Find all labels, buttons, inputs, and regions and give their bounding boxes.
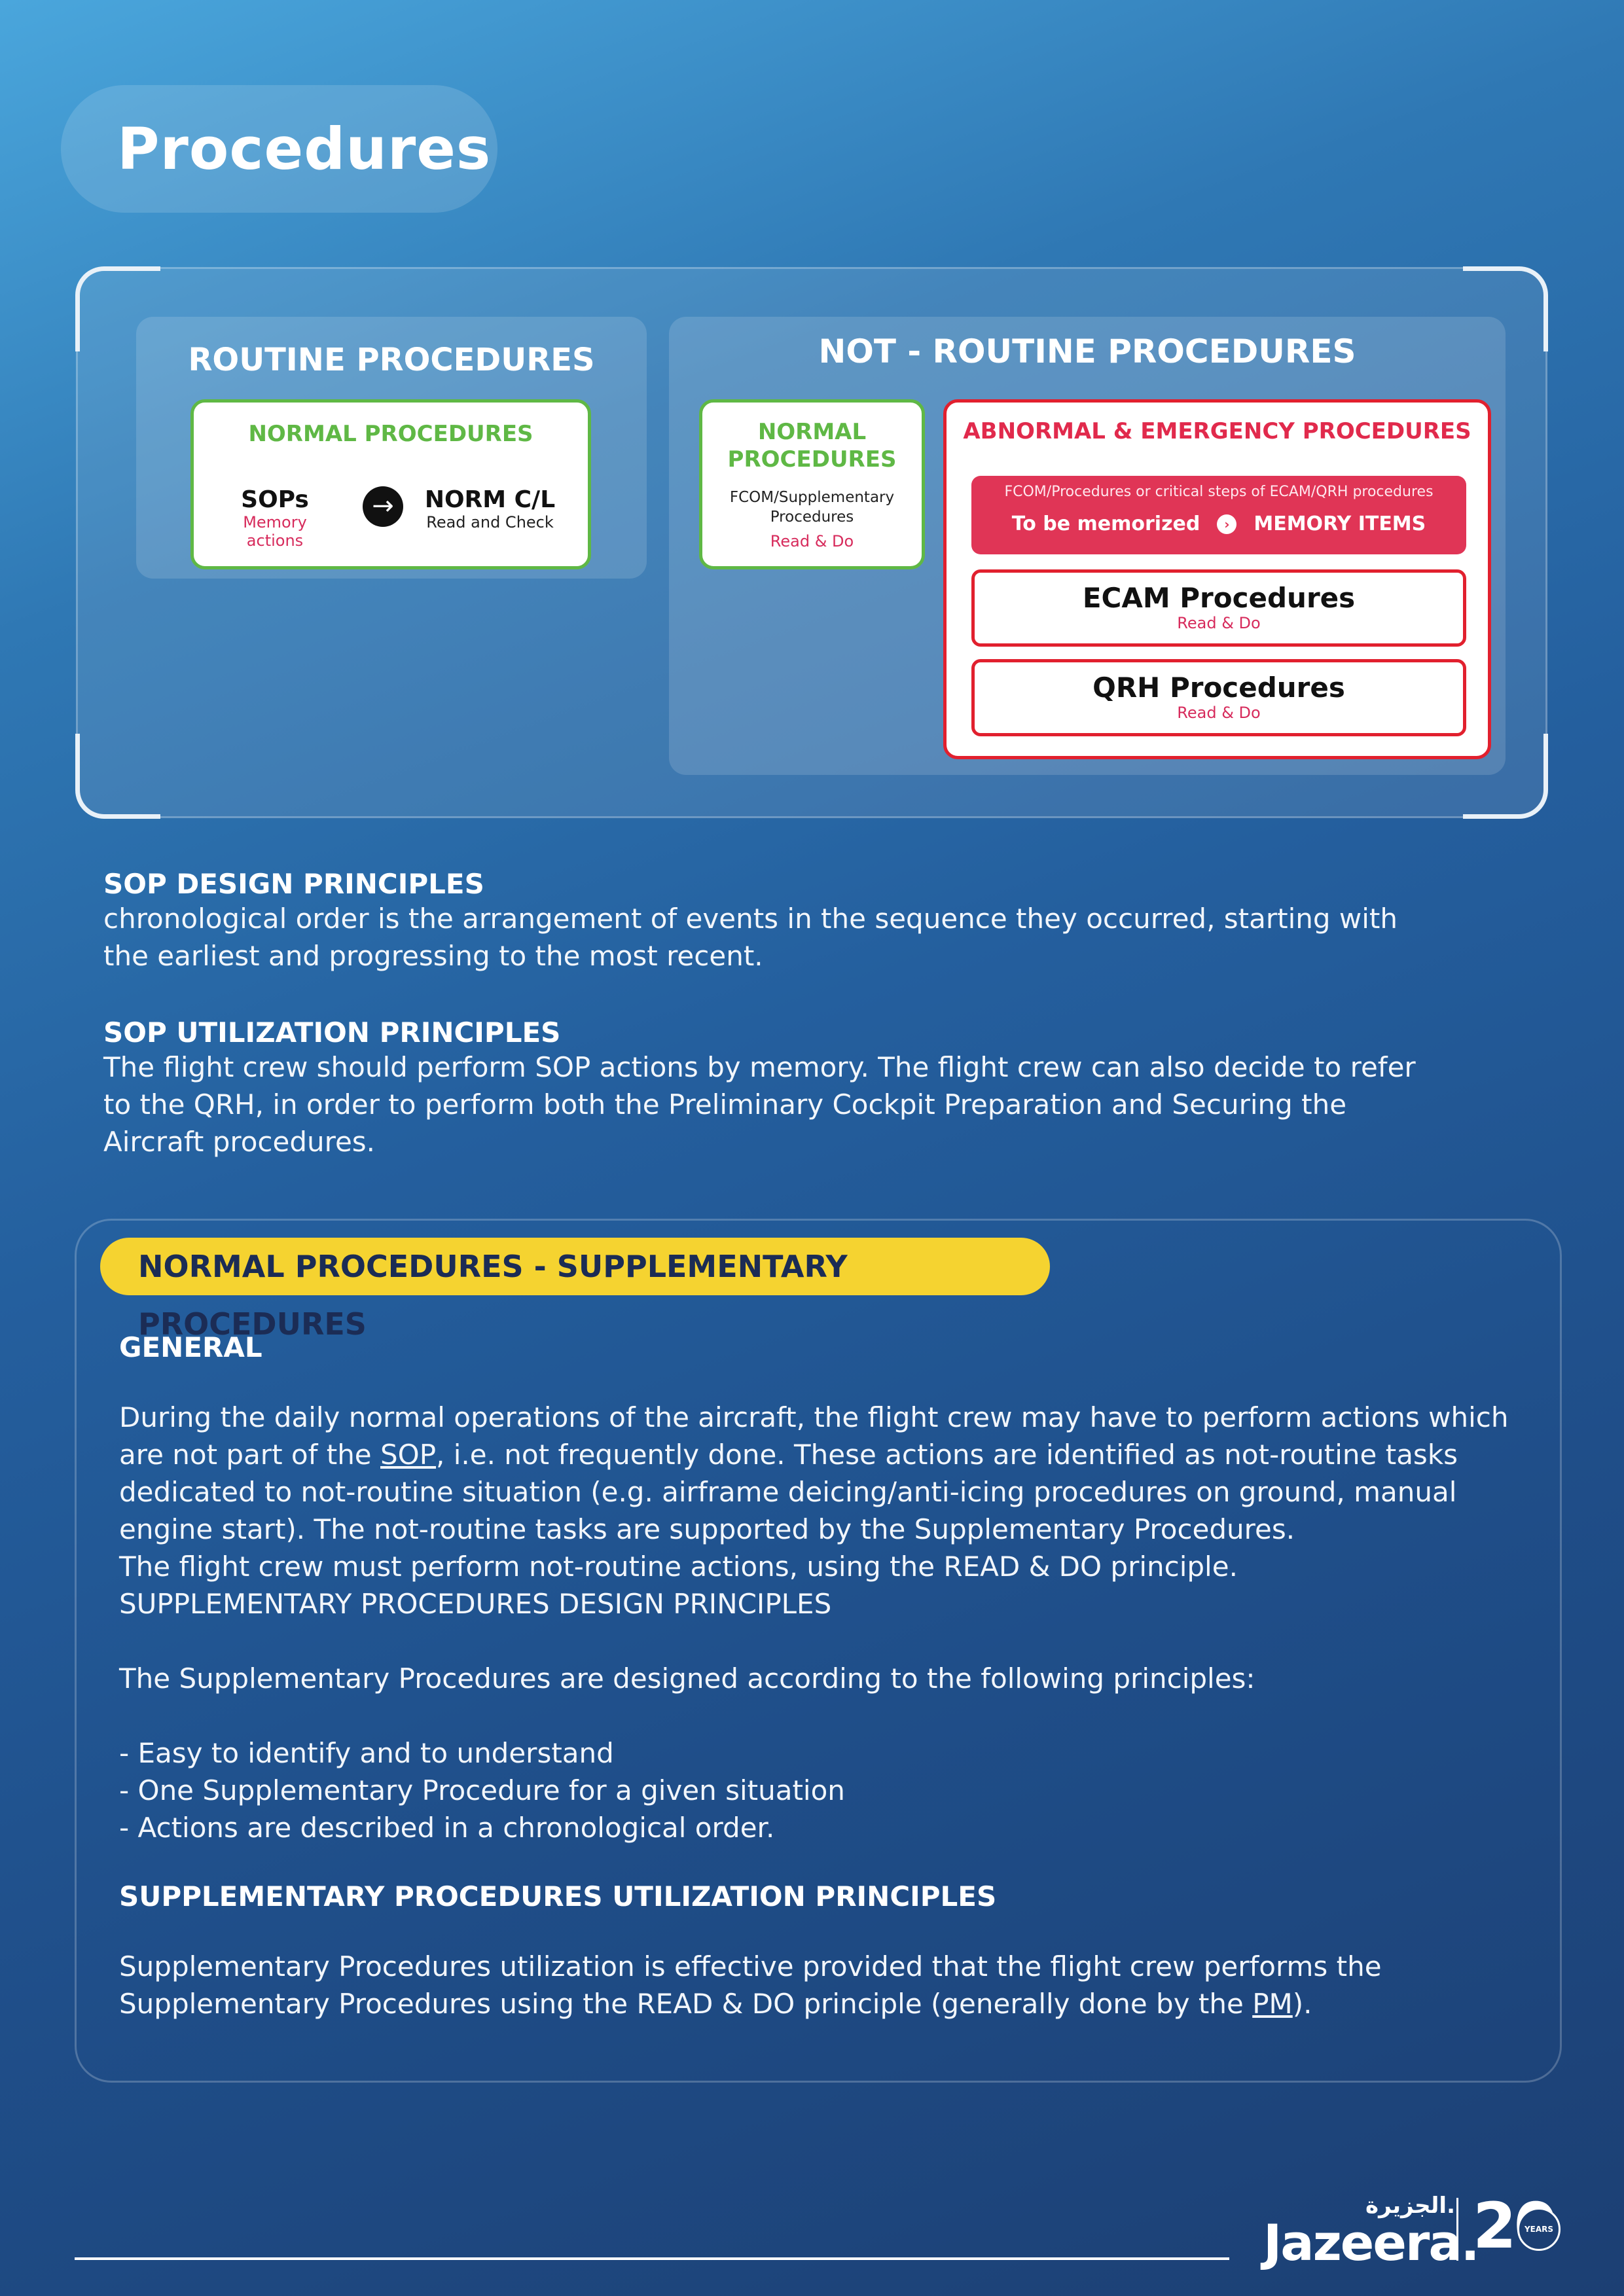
utilization-line: Supplementary Procedures using the READ … — [119, 1988, 1312, 2020]
memo-line: To be memorized › MEMORY ITEMS — [971, 512, 1466, 535]
general-line: engine start). The not-routine tasks are… — [119, 1513, 1295, 1545]
fcom-supplementary-line: FCOM/Supplementary — [729, 489, 895, 506]
qrh-procedures-title: QRH Procedures — [1092, 672, 1345, 704]
procedures-line: Procedures — [770, 509, 854, 526]
routine-procedures-title: ROUTINE PROCEDURES — [188, 342, 595, 378]
supplementary-content: GENERAL During the daily normal operatio… — [119, 1331, 1546, 2022]
bullet-item: - One Supplementary Procedure for a give… — [119, 1774, 845, 1806]
general-line: SUPPLEMENTARY PROCEDURES DESIGN PRINCIPL… — [119, 1588, 832, 1620]
sop-design-line: the earliest and progressing to the most… — [103, 940, 763, 972]
sop-utilization-heading: SOP UTILIZATION PRINCIPLES — [103, 1016, 561, 1049]
sop-utilization-body: The flight crew should perform SOP actio… — [103, 1049, 1530, 1160]
footer-divider — [75, 2257, 1229, 2260]
memo-description: FCOM/Procedures or critical steps of ECA… — [1004, 484, 1434, 500]
utilization-body: Supplementary Procedures utilization is … — [119, 1948, 1546, 2022]
norm-cl-label: NORM C/L — [424, 486, 556, 513]
page-title-pill: Procedures — [61, 85, 497, 213]
sops-label: SOPs — [241, 486, 309, 513]
years-badge: YEARS — [1517, 2208, 1561, 2251]
jazeera-logo: Jazeera. — [1263, 2214, 1480, 2272]
utilization-heading: SUPPLEMENTARY PROCEDURES UTILIZATION PRI… — [119, 1880, 997, 1912]
utilization-line: Supplementary Procedures utilization is … — [119, 1950, 1382, 1982]
sop-utilization-section: SOP UTILIZATION PRINCIPLES The flight cr… — [103, 1016, 1530, 1160]
arrow-right-icon: → — [363, 486, 403, 527]
sops-block: SOPs Memory actions — [216, 486, 334, 550]
arrow-dot-icon: › — [1217, 514, 1237, 534]
sop-link[interactable]: SOP — [380, 1439, 437, 1471]
general-line: are not part of the SOP, i.e. not freque… — [119, 1439, 1458, 1471]
read-and-check-label: Read and Check — [426, 513, 554, 531]
abnormal-emergency-title: ABNORMAL & EMERGENCY PROCEDURES — [963, 418, 1471, 444]
qrh-read-and-do: Read & Do — [1177, 704, 1261, 722]
sop-design-section: SOP DESIGN PRINCIPLES chronological orde… — [103, 868, 1530, 975]
pm-link[interactable]: PM — [1252, 1988, 1293, 2020]
ecam-procedures-title: ECAM Procedures — [1082, 582, 1356, 614]
normal-procedures-title: NORMAL PROCEDURES — [702, 418, 922, 473]
sop-design-body: chronological order is the arrangement o… — [103, 900, 1530, 975]
memory-actions-label: Memory actions — [243, 513, 307, 550]
qrh-procedures-box: QRH Procedures Read & Do — [971, 659, 1466, 736]
abnormal-emergency-procedures-card: ABNORMAL & EMERGENCY PROCEDURES FCOM/Pro… — [943, 399, 1491, 759]
norm-cl-block: NORM C/L Read and Check — [416, 486, 564, 531]
bullet-item: - Easy to identify and to understand — [119, 1737, 614, 1769]
jazeera-arabic-logo: الجزيرة. — [1365, 2193, 1455, 2219]
normal-title-line: NORMAL — [757, 419, 867, 445]
not-routine-procedures-title: NOT - ROUTINE PROCEDURES — [818, 332, 1356, 370]
design-principles-intro: The Supplementary Procedures are designe… — [119, 1662, 1255, 1695]
sop-utilization-line: The flight crew should perform SOP actio… — [103, 1051, 1416, 1083]
not-routine-normal-procedures-card: NORMAL PROCEDURES FCOM/Supplementary Pro… — [699, 399, 925, 569]
general-heading: GENERAL — [119, 1331, 262, 1363]
to-be-memorized-label: To be memorized — [1011, 512, 1200, 535]
supplementary-procedures-box — [75, 1219, 1562, 2083]
routine-normal-procedures-title: NORMAL PROCEDURES — [248, 421, 533, 447]
logo-separator — [1456, 2198, 1458, 2261]
memory-items-banner: FCOM/Procedures or critical steps of ECA… — [971, 476, 1466, 554]
memory-items-label: MEMORY ITEMS — [1254, 512, 1426, 535]
supplementary-procedures-pill: NORMAL PROCEDURES - SUPPLEMENTARY PROCED… — [100, 1238, 1050, 1342]
fcom-supplementary-label: FCOM/Supplementary Procedures — [702, 488, 922, 527]
read-and-do-label: Read & Do — [770, 532, 854, 550]
ecam-procedures-box: ECAM Procedures Read & Do — [971, 569, 1466, 647]
general-line: dedicated to not-routine situation (e.g.… — [119, 1476, 1457, 1508]
sop-utilization-line: to the QRH, in order to perform both the… — [103, 1088, 1347, 1121]
ecam-read-and-do: Read & Do — [1177, 614, 1261, 632]
bullet-item: - Actions are described in a chronologic… — [119, 1812, 775, 1844]
procedures-title-line: PROCEDURES — [727, 446, 897, 473]
routine-normal-procedures-card: NORMAL PROCEDURES SOPs Memory actions → … — [190, 399, 591, 569]
sop-design-line: chronological order is the arrangement o… — [103, 903, 1398, 935]
page-title: Procedures — [117, 115, 492, 183]
general-line: The flight crew must perform not-routine… — [119, 1551, 1238, 1583]
sop-utilization-line: Aircraft procedures. — [103, 1126, 376, 1158]
general-line: During the daily normal operations of th… — [119, 1401, 1509, 1433]
general-body: During the daily normal operations of th… — [119, 1399, 1546, 1846]
sop-design-heading: SOP DESIGN PRINCIPLES — [103, 868, 484, 900]
